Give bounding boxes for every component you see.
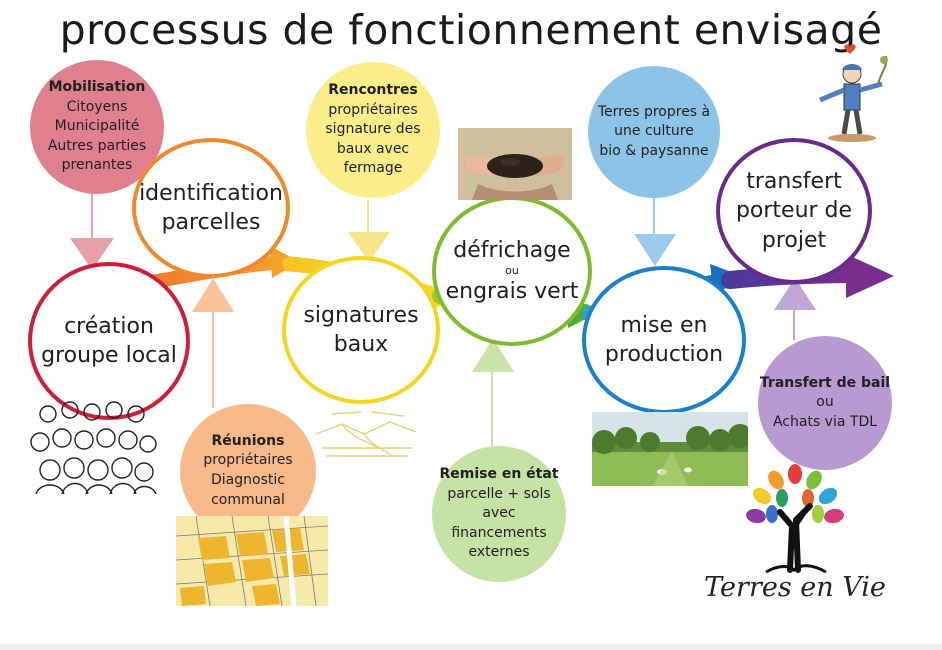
bubble-mobilisation-line: prenantes bbox=[61, 157, 133, 174]
bubble-terres-line: Terres propres à bbox=[597, 103, 711, 120]
bubble-rencontres-title: Rencontres bbox=[328, 82, 418, 99]
step-defrichage-line1: défrichage bbox=[453, 237, 571, 263]
bubble-bail-line: Achats via TDL bbox=[772, 413, 878, 430]
bubble-bail-ou: ou bbox=[816, 394, 834, 411]
bubble-rencontres-line: propriétaires bbox=[328, 101, 418, 118]
step-defrichage: défrichage ou engrais vert bbox=[432, 196, 592, 346]
step-signatures-line1: signatures bbox=[303, 302, 419, 328]
bubble-bail-title: Transfert de bail bbox=[759, 374, 891, 391]
step-production: mise en production bbox=[582, 266, 746, 414]
step-identification: identification parcelles bbox=[132, 138, 290, 278]
bubble-remise-line: externes bbox=[468, 544, 530, 561]
step-identification-line1: identification bbox=[139, 180, 283, 206]
step-production-line1: mise en bbox=[620, 312, 708, 338]
pointer-terres bbox=[634, 198, 676, 266]
bubble-remise-line: avec bbox=[482, 505, 516, 522]
step-creation: création groupe local bbox=[28, 262, 190, 420]
bubble-mobilisation-line: Autres parties bbox=[47, 137, 147, 154]
bubble-reunions-line: Diagnostic bbox=[211, 472, 285, 488]
step-defrichage-line2: engrais vert bbox=[445, 279, 579, 305]
pointer-reunions bbox=[192, 278, 234, 408]
bubble-rencontres-line: fermage bbox=[343, 160, 403, 177]
step-transfert-line3: projet bbox=[761, 227, 827, 253]
bubble-terres-line: bio & paysanne bbox=[599, 142, 709, 159]
step-creation-line1: création bbox=[64, 313, 154, 339]
soil-hands-image bbox=[458, 128, 572, 200]
step-signatures-line2: baux bbox=[333, 332, 389, 357]
bubble-reunions-line: communal bbox=[211, 491, 285, 508]
bubble-remise-title: Remise en état bbox=[439, 466, 559, 483]
bubble-rencontres: Rencontres propriétaires signature des b… bbox=[306, 62, 440, 198]
bubble-terres: Terres propres à une culture bio & paysa… bbox=[588, 66, 720, 198]
step-identification-line2: parcelles bbox=[161, 210, 261, 235]
step-defrichage-ou: ou bbox=[505, 263, 519, 277]
pointer-remise bbox=[472, 338, 514, 450]
bubble-bail: Transfert de bail ou Achats via TDL bbox=[758, 336, 892, 470]
bubble-mobilisation-title: Mobilisation bbox=[48, 79, 146, 96]
farmer-illustration bbox=[812, 40, 892, 144]
cadastral-map-image bbox=[176, 516, 328, 606]
bubble-rencontres-line: baux avec bbox=[336, 140, 410, 157]
bubble-reunions-title: Réunions bbox=[211, 432, 285, 449]
bubble-reunions-line: propriétaires bbox=[203, 452, 293, 469]
handshake-illustration bbox=[312, 404, 420, 466]
bubble-remise-line: parcelle + sols bbox=[447, 485, 551, 502]
logo-text: Terres en Vie bbox=[704, 572, 886, 603]
logo-tree-icon bbox=[736, 460, 854, 580]
bottom-divider bbox=[0, 644, 942, 650]
bubble-mobilisation: Mobilisation Citoyens Municipalité Autre… bbox=[30, 60, 164, 194]
pointer-mobilisation bbox=[70, 192, 114, 270]
bubble-terres-line: une culture bbox=[614, 123, 694, 140]
bubble-remise: Remise en état parcelle + sols avec fina… bbox=[432, 446, 566, 582]
orchard-image bbox=[592, 412, 748, 486]
step-signatures: signatures baux bbox=[282, 256, 440, 404]
pointer-rencontres bbox=[348, 200, 390, 262]
step-transfert: transfert porteur de projet bbox=[716, 138, 872, 284]
bubble-mobilisation-line: Municipalité bbox=[54, 118, 140, 135]
bubble-mobilisation-line: Citoyens bbox=[66, 98, 128, 115]
step-transfert-line2: porteur de bbox=[735, 198, 853, 224]
step-production-line2: production bbox=[604, 342, 724, 367]
pointer-bail bbox=[774, 278, 816, 340]
people-group-illustration bbox=[30, 398, 160, 496]
bubble-remise-line: financements bbox=[451, 524, 547, 541]
step-transfert-line1: transfert bbox=[746, 169, 842, 195]
page-title: processus de fonctionnement envisagé bbox=[59, 6, 883, 54]
step-creation-line2: groupe local bbox=[41, 343, 177, 368]
bubble-rencontres-line: signature des bbox=[325, 121, 421, 138]
bubble-reunions: Réunions propriétaires Diagnostic commun… bbox=[180, 404, 316, 538]
